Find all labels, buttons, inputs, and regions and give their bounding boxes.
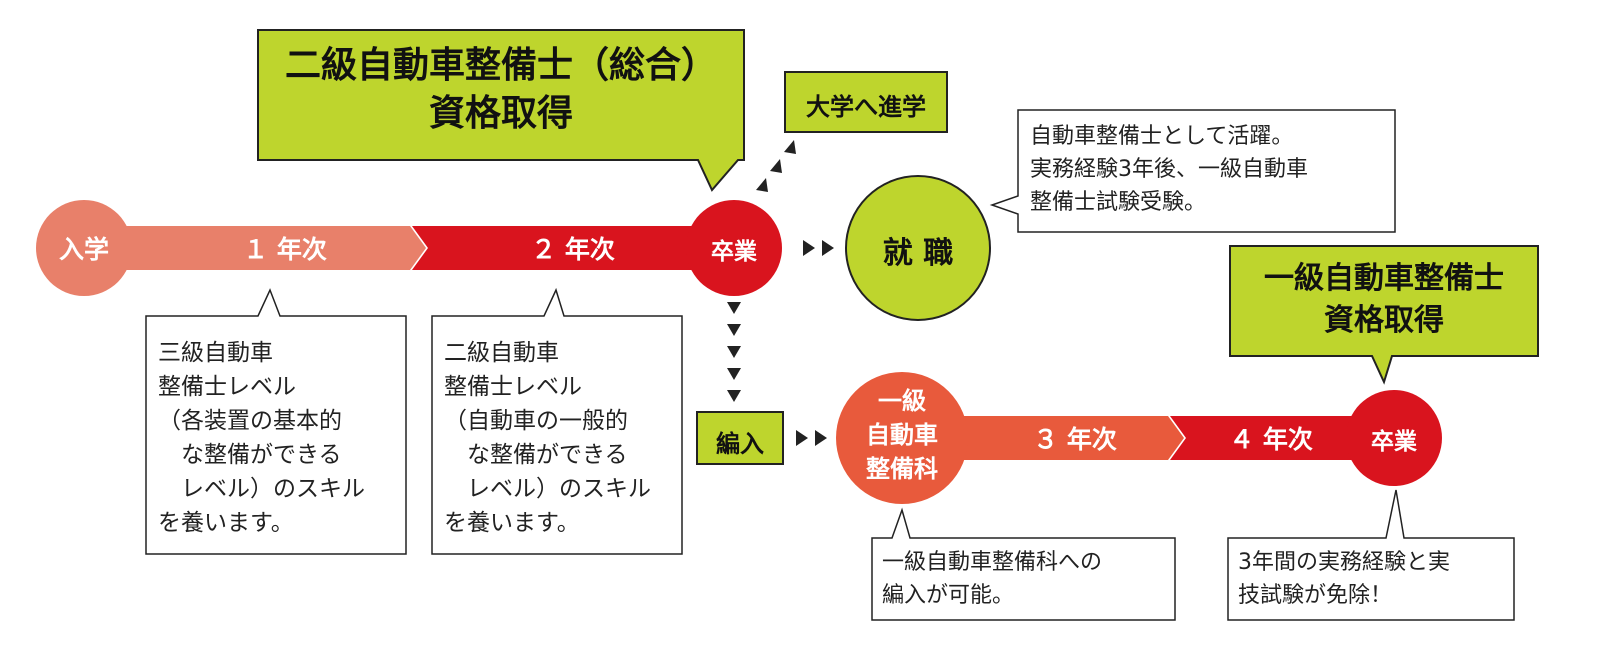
graduation-circle — [686, 200, 782, 296]
employment-circle — [845, 175, 991, 321]
employment-note-text: 自動車整備士として活躍。 実務経験3年後、一級自動車 整備士試験受験。 — [1030, 124, 1308, 215]
arrow-university-2 — [770, 159, 782, 173]
year1-note-text: 三級自動車 整備士レベル （各装置の基本的 な整備ができる レベル）のスキル を… — [158, 340, 365, 536]
advanced-dept-circle — [836, 372, 968, 504]
year4-arrow — [1170, 416, 1382, 460]
arrow-transfer-2 — [727, 324, 741, 336]
graduation-label: 卒業 — [711, 239, 757, 265]
transfer-note-text: 一級自動車整備科への 編入が可能。 — [882, 550, 1103, 608]
year1-note-box — [145, 288, 407, 555]
year1-arrow — [125, 226, 426, 270]
enrollment-circle — [36, 200, 132, 296]
transfer-text: 編入 — [716, 430, 764, 458]
year3-arrow — [960, 416, 1184, 460]
year2-note-text: 二級自動車 整備士レベル （自動車の一般的 な整備ができる レベル）のスキル を… — [444, 340, 651, 536]
advanced-graduation-label: 卒業 — [1371, 429, 1417, 455]
arrow-advanced-1 — [796, 430, 808, 446]
university-text: 大学へ進学 — [806, 93, 926, 121]
exemption-note-text: 3年間の実務経験と実 技試験が免除！ — [1238, 550, 1450, 608]
year2-note-box — [431, 287, 683, 555]
year1-label: １ 年次 — [243, 235, 327, 264]
employment-note-box — [989, 109, 1396, 233]
advanced-graduation-circle — [1346, 390, 1442, 486]
advanced-dept-label: 一級 自動車 整備科 — [866, 387, 938, 483]
grade2-cert-text: 二級自動車整備士（総合） 資格取得 — [284, 45, 717, 134]
year4-label: ４ 年次 — [1229, 425, 1313, 454]
employment-text: 就 職 — [882, 236, 954, 271]
year2-arrow — [412, 226, 700, 270]
university-box — [784, 71, 948, 133]
year3-label: ３ 年次 — [1033, 425, 1117, 454]
arrow-university-1 — [756, 178, 768, 192]
grade1-cert-text: 一級自動車整備士 資格取得 — [1264, 261, 1504, 338]
year2-label: ２ 年次 — [531, 235, 615, 264]
arrow-employment-1 — [803, 240, 815, 256]
grade1-cert-callout — [1229, 245, 1539, 385]
arrow-employment-2 — [822, 240, 834, 256]
arrow-transfer-4 — [727, 368, 741, 380]
grade2-cert-callout — [257, 29, 745, 192]
exemption-note-box — [1227, 489, 1515, 621]
arrow-advanced-2 — [815, 430, 827, 446]
arrow-university-3 — [784, 140, 796, 154]
arrow-transfer-5 — [727, 390, 741, 402]
transfer-box — [696, 411, 784, 465]
transfer-note-box — [871, 507, 1176, 621]
arrow-transfer-3 — [727, 346, 741, 358]
enrollment-label: 入学 — [58, 235, 109, 264]
arrow-transfer-1 — [727, 302, 741, 314]
